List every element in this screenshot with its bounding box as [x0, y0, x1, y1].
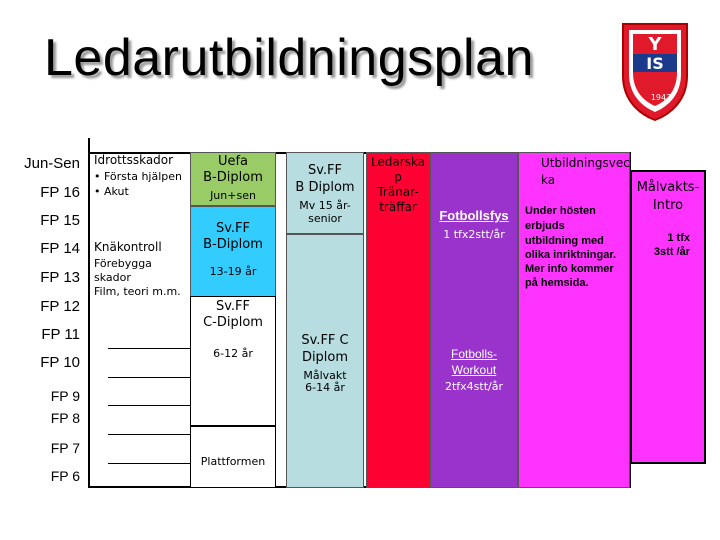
ledarskap-box: Ledarska p Tränar- träffar	[366, 152, 430, 488]
row-label: Jun-Sen	[24, 155, 80, 172]
plattformen-label: Plattformen	[200, 455, 266, 468]
col1-bullet: • Första hjälpen	[94, 170, 182, 183]
svff-c-mv-box: Sv.FF C Diplom Målvakt 6-14 år	[286, 234, 364, 488]
row-label: FP 6	[50, 468, 80, 484]
svff-c-sub: 6-12 år	[213, 347, 253, 360]
page-title: Ledarutbildningsplan	[44, 29, 534, 87]
utbildning-detail: på hemsida.	[525, 277, 589, 289]
row-label: FP 13	[40, 269, 80, 286]
uefa-box: Uefa B-Diplom Jun+sen	[190, 152, 276, 206]
utbildning-detail: Under hösten	[525, 205, 596, 217]
malvakt-title: Intro	[652, 198, 684, 213]
divider-line	[108, 405, 190, 406]
malvakt-box: Målvakts- Intro 1 tfx 3stt /år	[630, 170, 706, 464]
malvakt-title: Målvakts-	[636, 180, 700, 195]
svff-b-senior-sub: senior	[308, 212, 342, 225]
svff-b-title: Sv.FF	[215, 221, 251, 236]
uefa-title: B-Diplom	[203, 170, 263, 185]
workout-title: Workout	[451, 363, 497, 377]
svff-c-title: Sv.FF	[215, 299, 251, 314]
svff-b-title: B-Diplom	[203, 237, 263, 252]
col1-line: Film, teori m.m.	[94, 285, 181, 298]
logo-year: 1947	[651, 93, 671, 102]
malvakt-sub: 3stt /år	[653, 246, 690, 258]
row-label: FP 9	[50, 388, 80, 404]
svff-b-senior-sub: Mv 15 år-	[299, 199, 351, 212]
ledarskap-title: Ledarska	[370, 155, 426, 169]
svff-c-title: C-Diplom	[203, 315, 263, 330]
svff-b-senior-title: B Diplom	[295, 180, 355, 195]
svff-c-mv-sub: Målvakt	[303, 369, 347, 382]
fotbollsfys-box: Fotbollsfys 1 tfx2stt/år Fotbolls- Worko…	[430, 152, 518, 488]
svff-b-senior-title: Sv.FF	[307, 163, 343, 178]
ledarskap-title: träffar	[379, 200, 417, 214]
row-label: FP 16	[40, 184, 80, 201]
fotbollsfys-title: Fotbollsfys	[439, 208, 509, 223]
row-label: FP 11	[41, 326, 80, 343]
row-label: FP 15	[40, 212, 80, 229]
workout-title: Fotbolls-	[450, 347, 497, 361]
uefa-sub: Jun+sen	[210, 189, 256, 202]
utbildning-detail: olika inriktningar.	[525, 249, 617, 261]
col1-heading: Idrottsskador	[94, 153, 174, 167]
row-label: FP 12	[40, 298, 80, 315]
col1-knee: Knäkontroll	[94, 240, 162, 254]
ledarskap-title: p	[394, 170, 402, 184]
utbildning-title: ka	[541, 173, 556, 187]
divider-line	[108, 434, 190, 435]
logo-letters: IS	[646, 54, 663, 73]
col1-bullet: • Akut	[94, 185, 129, 198]
plattformen-box: Plattformen	[190, 426, 276, 488]
row-label: FP 7	[50, 440, 80, 456]
utbildning-title: Utbildningsvec	[541, 156, 630, 170]
uefa-title: Uefa	[217, 154, 249, 169]
axis-line	[88, 138, 90, 158]
utbildning-box: Utbildningsvec ka Under hösten erbjuds u…	[518, 152, 630, 488]
utbildning-detail: Mer info kommer	[525, 263, 614, 275]
row-label: FP 8	[50, 410, 80, 426]
malvakt-sub: 1 tfx	[667, 232, 690, 244]
logo-letter-top: Y	[647, 34, 662, 55]
svff-b-sub: 13-19 år	[209, 265, 257, 278]
col1-line: Förebygga	[94, 257, 152, 270]
row-label: FP 10	[40, 354, 80, 371]
workout-sub: 2tfx4stt/år	[444, 380, 504, 393]
row-label: FP 14	[40, 240, 80, 257]
col1-line: skador	[94, 271, 131, 284]
svff-c-mv-title: Diplom	[301, 350, 349, 365]
utbildning-detail: utbildning med	[525, 235, 604, 247]
divider-line	[108, 348, 190, 349]
divider-line	[108, 463, 190, 464]
divider-line	[108, 377, 190, 378]
utbildning-detail: erbjuds	[525, 220, 565, 232]
fotbollsfys-sub: 1 tfx2stt/år	[443, 228, 505, 241]
svff-b-senior-box: Sv.FF B Diplom Mv 15 år- senior	[286, 152, 364, 234]
svff-c-box: Sv.FF C-Diplom 6-12 år	[190, 296, 276, 426]
club-logo: Y IS 1947	[622, 23, 688, 122]
svff-c-mv-sub: 6-14 år	[305, 381, 345, 394]
ledarskap-title: Tränar-	[377, 185, 419, 199]
svff-c-mv-title: Sv.FF C	[301, 333, 349, 348]
